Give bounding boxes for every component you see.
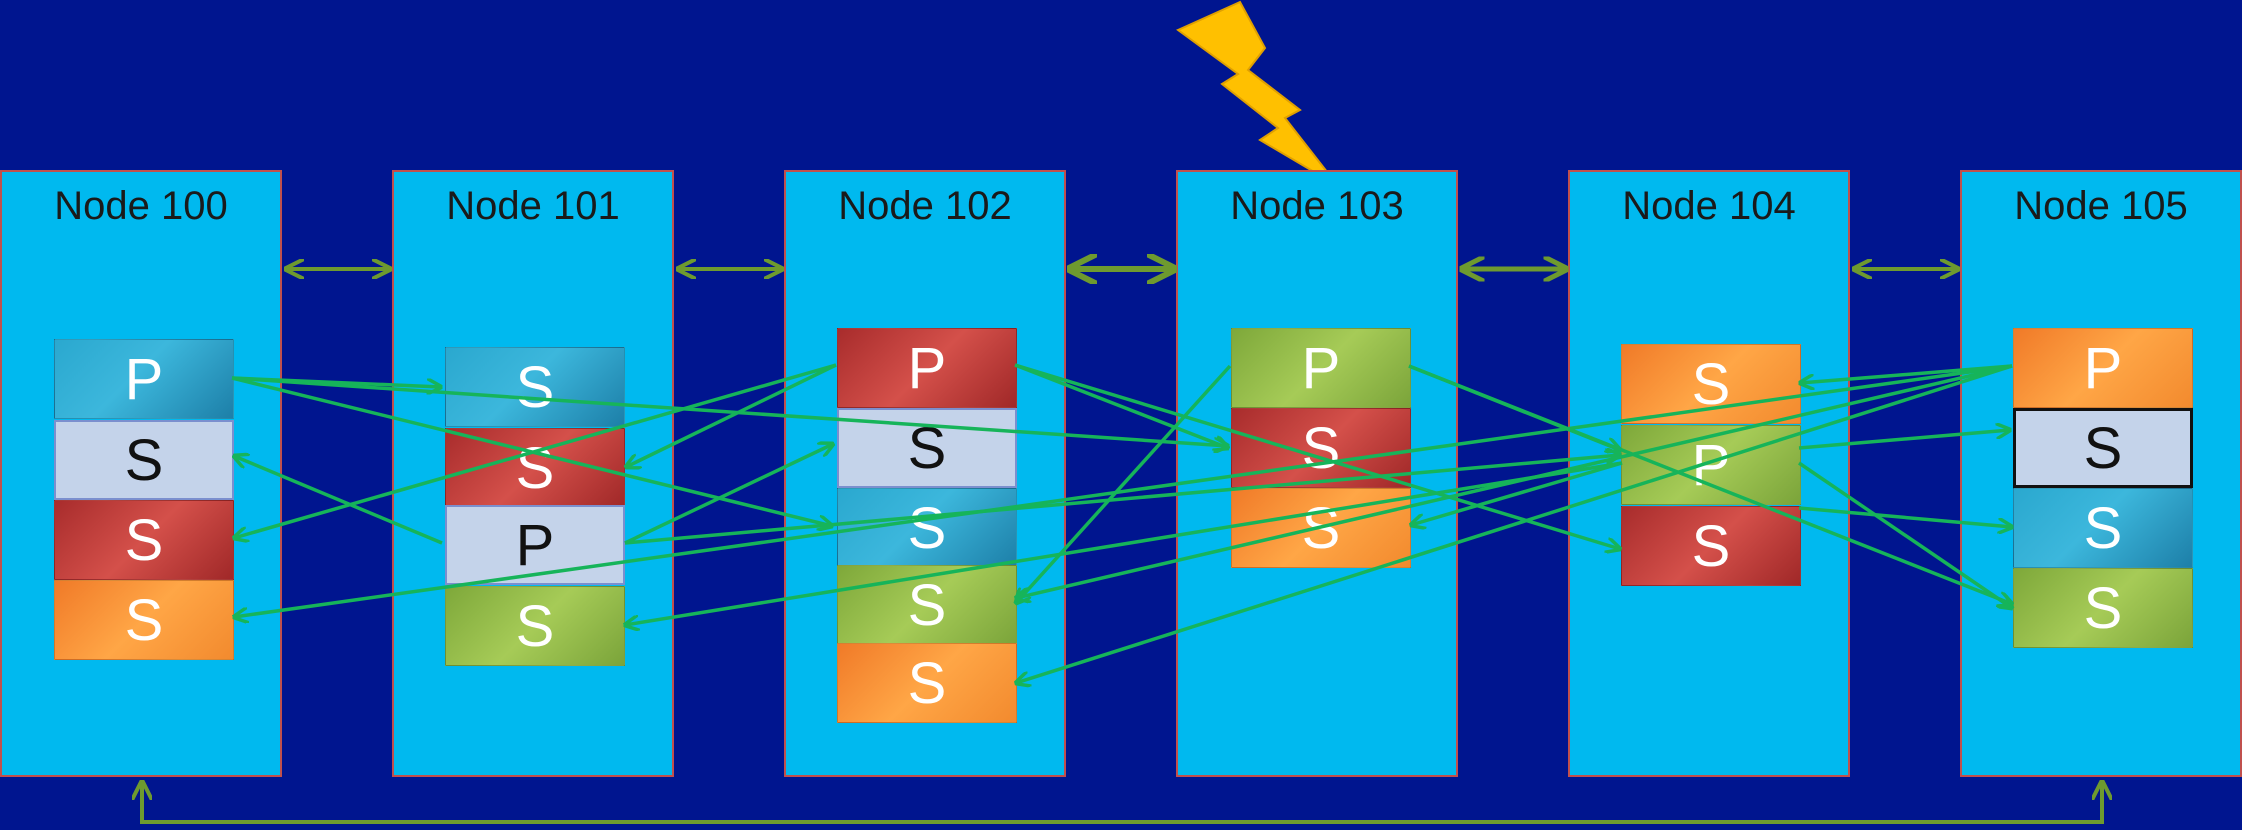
replication-arrow — [231, 376, 1228, 446]
node-104: Node 104 S P S — [1568, 170, 1850, 777]
replication-arrow — [625, 461, 1623, 625]
node-102: Node 102 P S S S S — [784, 170, 1066, 777]
replica-secondary: S — [837, 643, 1017, 723]
node-title: Node 101 — [446, 184, 620, 228]
replica-secondary: S — [837, 565, 1017, 645]
replica-primary: P — [2013, 328, 2193, 408]
replica-secondary: S — [445, 586, 625, 666]
node-title: Node 102 — [838, 184, 1012, 228]
node-title: Node 103 — [1230, 184, 1404, 228]
replica-secondary: S — [2013, 488, 2193, 568]
replica-primary: P — [837, 328, 1017, 408]
replica-secondary: S — [2013, 408, 2193, 488]
node-103: Node 103 P S S — [1176, 170, 1458, 777]
replica-secondary: S — [1231, 408, 1411, 488]
node-101: Node 101 S S P S — [392, 170, 674, 777]
replica-primary: P — [54, 339, 234, 419]
replica-primary: P — [445, 505, 625, 585]
replica-secondary: S — [54, 500, 234, 580]
node-title: Node 100 — [54, 184, 228, 228]
replica-secondary: S — [837, 408, 1017, 488]
replica-secondary: S — [445, 428, 625, 508]
replica-primary: P — [1621, 425, 1801, 505]
replica-primary: P — [1231, 328, 1411, 408]
replication-arrow — [1016, 364, 2013, 598]
replica-secondary: S — [54, 420, 234, 500]
node-title: Node 105 — [2014, 184, 2188, 228]
node-100: Node 100 P S S S — [0, 170, 282, 777]
node-105: Node 105 P S S S — [1960, 170, 2242, 777]
replication-arrow — [1016, 364, 2013, 683]
replication-arrow — [624, 455, 1620, 545]
replica-secondary: S — [1231, 488, 1411, 568]
replica-secondary: S — [2013, 568, 2193, 648]
node-title: Node 104 — [1622, 184, 1796, 228]
replica-secondary: S — [837, 488, 1017, 568]
replica-secondary: S — [1621, 506, 1801, 586]
replica-secondary: S — [54, 580, 234, 660]
ring-link — [142, 782, 2102, 824]
replica-secondary: S — [1621, 344, 1801, 424]
replica-secondary: S — [445, 347, 625, 427]
